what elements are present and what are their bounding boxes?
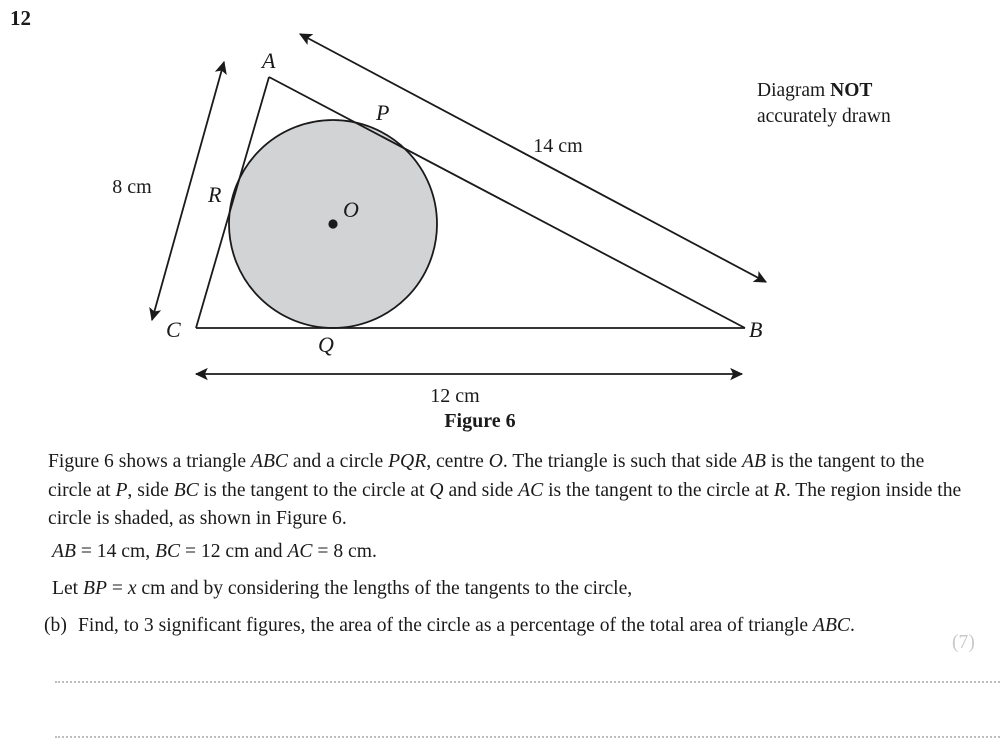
answer-line[interactable]	[55, 736, 1000, 738]
intro-text-10: . The region inside the circle is shaded…	[48, 479, 962, 530]
intro-label-ac: AC	[518, 479, 544, 501]
question-intro-paragraph: Figure 6 shows a triangle ABC and a circ…	[48, 448, 963, 534]
centre-dot	[328, 219, 338, 229]
dimension-arrow-ab	[299, 33, 767, 283]
part-b-label-abc: ABC	[813, 615, 851, 636]
label-point-r: R	[207, 182, 222, 207]
length-value-ac: = 8 cm.	[312, 541, 377, 562]
part-b-marker: (b)	[44, 615, 67, 636]
dimension-label-ab: 14 cm	[533, 135, 583, 157]
intro-text-2: and a circle	[288, 451, 389, 472]
intro-text-3: , centre	[426, 451, 489, 472]
dimension-label-bc: 12 cm	[430, 385, 480, 407]
let-equals: =	[106, 578, 128, 599]
label-point-p: P	[375, 100, 389, 125]
intro-text-7: is the tangent to the circle at	[198, 479, 430, 501]
intro-label-abc: ABC	[250, 451, 288, 472]
part-b-sentence: Find, to 3 significant figures, the area…	[78, 615, 813, 636]
label-centre-o: O	[343, 197, 359, 222]
dimension-arrow-ac	[149, 60, 227, 322]
length-label-ab: AB	[52, 541, 76, 562]
page-number: 12	[10, 6, 31, 30]
side-lengths-line: AB = 14 cm, BC = 12 cm and AC = 8 cm.	[52, 538, 982, 567]
length-value-bc: = 12 cm and	[180, 541, 288, 562]
let-label-bp: BP	[83, 578, 107, 599]
intro-label-pqr: PQR	[388, 451, 427, 472]
intro-label-ab: AB	[741, 451, 766, 472]
let-bp-line: Let BP = x cm and by considering the len…	[52, 575, 982, 604]
length-value-ab: = 14 cm,	[75, 541, 156, 562]
part-b-text: Find, to 3 significant figures, the area…	[78, 612, 974, 641]
intro-label-r: R	[773, 479, 786, 501]
question-part-b: (b) Find, to 3 significant figures, the …	[44, 612, 974, 641]
intro-label-q: Q	[429, 479, 444, 501]
intro-text-9: is the tangent to the circle at	[543, 479, 774, 501]
let-variable-x: x	[127, 578, 137, 599]
diagram-not-accurate-note: Diagram NOT accurately drawn	[757, 78, 987, 130]
intro-label-p: P	[115, 479, 128, 501]
length-label-bc: BC	[155, 541, 181, 562]
note-line-1-prefix: Diagram	[757, 80, 831, 101]
dimension-label-ac: 8 cm	[112, 176, 152, 198]
marks-allocation: (7)	[952, 632, 975, 653]
note-line-1-bold: NOT	[830, 80, 873, 101]
intro-text-4: . The triangle is such that side	[502, 451, 742, 472]
let-suffix: cm and by considering the lengths of the…	[136, 578, 633, 599]
label-point-q: Q	[318, 332, 334, 357]
figure-6-diagram: A B C P Q R O 8 cm 14 cm 12 cm	[112, 33, 767, 407]
intro-label-bc: BC	[173, 479, 199, 501]
note-line-2: accurately drawn	[757, 106, 891, 127]
intro-text-5: is the tangent to the circle at	[48, 451, 925, 501]
figure-caption: Figure 6	[444, 410, 516, 432]
intro-text-1: Figure 6 shows a triangle	[48, 451, 251, 472]
part-b-period: .	[850, 615, 855, 636]
let-prefix: Let	[52, 578, 84, 599]
intro-label-o: O	[488, 451, 503, 472]
label-vertex-b: B	[749, 317, 762, 342]
intro-text-6: , side	[127, 479, 174, 501]
length-label-ac: AC	[287, 541, 313, 562]
label-vertex-a: A	[260, 48, 276, 73]
intro-text-8: and side	[443, 479, 519, 501]
answer-line[interactable]	[55, 681, 1000, 683]
label-vertex-c: C	[166, 317, 181, 342]
